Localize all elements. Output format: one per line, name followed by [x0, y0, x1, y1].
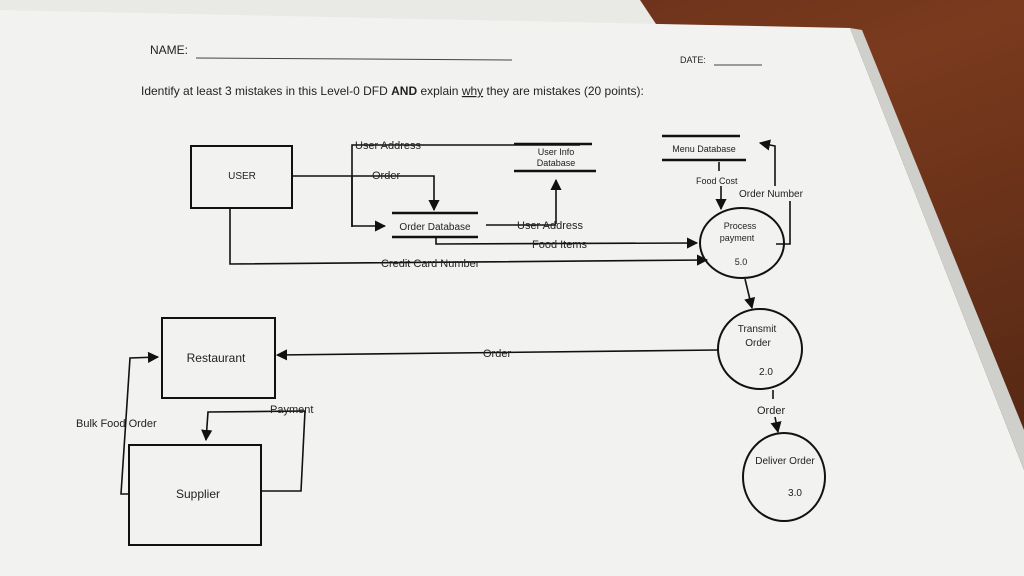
- user-info-store-label-1: User Info: [538, 147, 575, 157]
- process-payment-circle: [699, 207, 785, 279]
- paper-shadow-edge: [850, 28, 1024, 470]
- flow-order-number: [760, 143, 791, 245]
- flow-credit-card-label: Credit Card Number: [381, 258, 480, 270]
- flow-order-from-user-label: Order: [372, 170, 400, 182]
- user-entity-box: [190, 145, 293, 209]
- deliver-order-circle: [742, 432, 826, 522]
- menu-store-label: Menu Database: [672, 144, 736, 154]
- transmit-order-number: 2.0: [759, 367, 773, 378]
- order-store-label: Order Database: [399, 222, 471, 233]
- flow-user-address-mid-label: User Address: [517, 220, 584, 232]
- flow-order-to-restaurant-label: Order: [483, 348, 511, 360]
- process-payment-number: 5.0: [735, 257, 748, 267]
- transmit-order-label-2: Order: [745, 338, 771, 349]
- user-entity-label: USER: [228, 171, 256, 182]
- flow-payment-label: Payment: [270, 404, 313, 416]
- flow-order-to-deliver-line: [773, 390, 778, 432]
- flow-bulk-food-order-label: Bulk Food Order: [76, 418, 157, 430]
- name-label: NAME:: [150, 43, 188, 57]
- flow-credit-card: [229, 208, 709, 266]
- flow-payment-to-transmit: [744, 278, 756, 310]
- deliver-order-number: 3.0: [788, 488, 802, 499]
- flow-order-from-user: [292, 175, 440, 212]
- flow-food-items: [435, 237, 699, 249]
- restaurant-entity-label: Restaurant: [187, 351, 246, 365]
- supplier-entity-box: [128, 444, 262, 546]
- name-underline: [195, 57, 513, 61]
- flow-user-address-top-label: User Address: [355, 140, 422, 152]
- process-payment-label-2: payment: [720, 233, 755, 243]
- deliver-order-label: Deliver Order: [755, 456, 815, 467]
- transmit-order-label-1: Transmit: [738, 324, 777, 335]
- flow-order-to-restaurant: [275, 349, 719, 361]
- restaurant-entity-box: [161, 317, 276, 399]
- flow-food-items-label: Food Items: [532, 239, 588, 251]
- transmit-order-circle: [717, 308, 803, 390]
- user-info-store-label-2: Database: [537, 158, 576, 168]
- process-payment-label-1: Process: [724, 221, 757, 231]
- flow-payment: [201, 410, 306, 492]
- flow-order-to-deliver-label: Order: [757, 405, 785, 417]
- flow-order-number-label: Order Number: [739, 189, 804, 200]
- supplier-entity-label: Supplier: [176, 487, 220, 501]
- instructions-text: Identify at least 3 mistakes in this Lev…: [141, 84, 644, 98]
- flow-food-cost-label: Food Cost: [696, 176, 738, 186]
- flow-food-cost: [719, 162, 721, 209]
- flow-to-order-database: [351, 176, 387, 232]
- date-label: DATE:: [680, 55, 706, 65]
- flow-bulk-food-order: [120, 351, 160, 495]
